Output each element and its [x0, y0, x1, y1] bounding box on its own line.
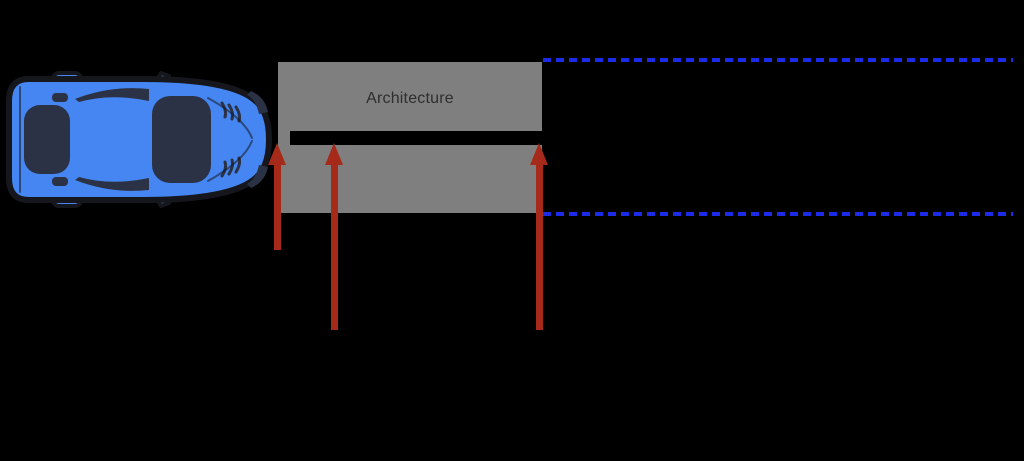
- arrow-shaft: [273, 165, 281, 250]
- car-hood-line-top: [207, 97, 253, 139]
- car-headlight-bottom: [247, 165, 268, 188]
- arrow-shaft: [330, 165, 338, 330]
- architecture-label: Architecture: [366, 90, 454, 107]
- car-headrest-bottom: [52, 177, 68, 186]
- car-side-window-bottom: [75, 177, 149, 191]
- divider-bar: [290, 131, 542, 145]
- car-headrest-top: [52, 93, 68, 102]
- up-arrow-left: [268, 143, 286, 250]
- arrow-head-icon: [268, 143, 286, 165]
- lane-line-top: [543, 58, 1013, 62]
- car-headlight-top: [247, 91, 268, 114]
- arrow-head-icon: [530, 143, 548, 165]
- car-hood-line-bottom: [207, 140, 253, 182]
- arrow-head-icon: [325, 143, 343, 165]
- up-arrow-right: [530, 143, 548, 330]
- up-arrow-middle: [325, 143, 343, 330]
- lane-line-bottom: [543, 212, 1013, 216]
- car-top-view-icon: [6, 71, 272, 208]
- car-cabin: [152, 96, 211, 183]
- arrow-shaft: [535, 165, 543, 330]
- car-side-window-top: [75, 88, 149, 102]
- car-rear-window: [24, 105, 70, 174]
